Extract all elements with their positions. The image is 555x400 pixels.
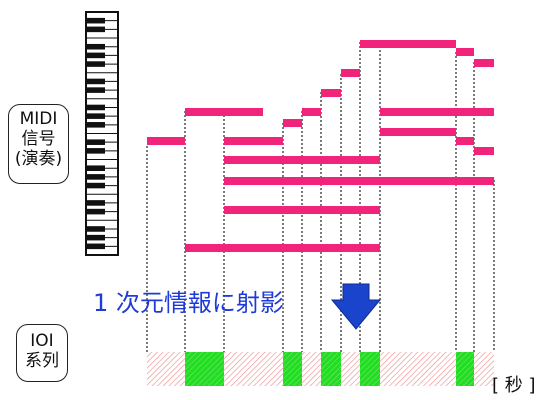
note-bar [360,40,380,48]
midi-label-line3: (演奏) [14,149,63,169]
note-bar [224,137,283,145]
black-key [86,234,105,241]
midi-signal-label: MIDI 信号 (演奏) [8,104,69,184]
black-key [86,61,105,67]
black-key [86,26,105,33]
note-bar [147,137,185,145]
note-bar [474,147,494,155]
note-bar [321,89,341,97]
midi-label-line1: MIDI [19,109,58,129]
ioi-series-strip [147,352,494,386]
black-key [86,87,105,93]
projection-caption: 1 次元情報に射影 [93,289,284,317]
note-bar [456,137,474,145]
black-key [86,104,105,111]
note-bar [185,108,263,116]
note-bar [380,40,456,48]
black-key [86,243,105,250]
black-key [86,148,105,154]
black-key [86,226,105,232]
black-key [86,113,105,119]
ioi-label-line2: 系列 [25,351,59,371]
note-bar [341,69,360,77]
black-key [86,17,105,24]
black-key [86,139,105,145]
piano-keyboard-icon [85,11,119,256]
note-bar [456,48,474,56]
note-bar [185,244,380,252]
note-bar [283,119,302,127]
midi-label-line2: 信号 [21,129,56,149]
note-bar [224,177,380,185]
onset-guides [146,42,495,352]
black-key [86,174,105,180]
ioi-onset-cell [283,352,302,386]
note-bar [224,206,380,214]
note-bar [380,108,494,116]
note-bar [380,177,494,185]
black-key [86,52,105,59]
black-key [86,208,105,215]
ioi-series-label: IOI 系列 [16,324,68,382]
black-key [86,182,105,189]
black-key [86,200,105,206]
note-bars [147,40,494,252]
black-key [86,43,105,50]
black-key [86,122,105,128]
ioi-label-line1: IOI [30,331,54,351]
note-bar [380,128,456,136]
ioi-onset-cell [360,352,380,386]
ioi-onset-cell [456,352,474,386]
note-bar [224,156,380,164]
note-bar [474,59,494,67]
time-unit-label: [ 秒 ] [492,375,536,396]
note-bar [302,108,321,116]
down-arrow-icon [330,283,382,330]
black-key [86,78,105,85]
ioi-onset-cell [185,352,224,386]
ioi-onset-cell [321,352,341,386]
black-key [86,165,105,171]
